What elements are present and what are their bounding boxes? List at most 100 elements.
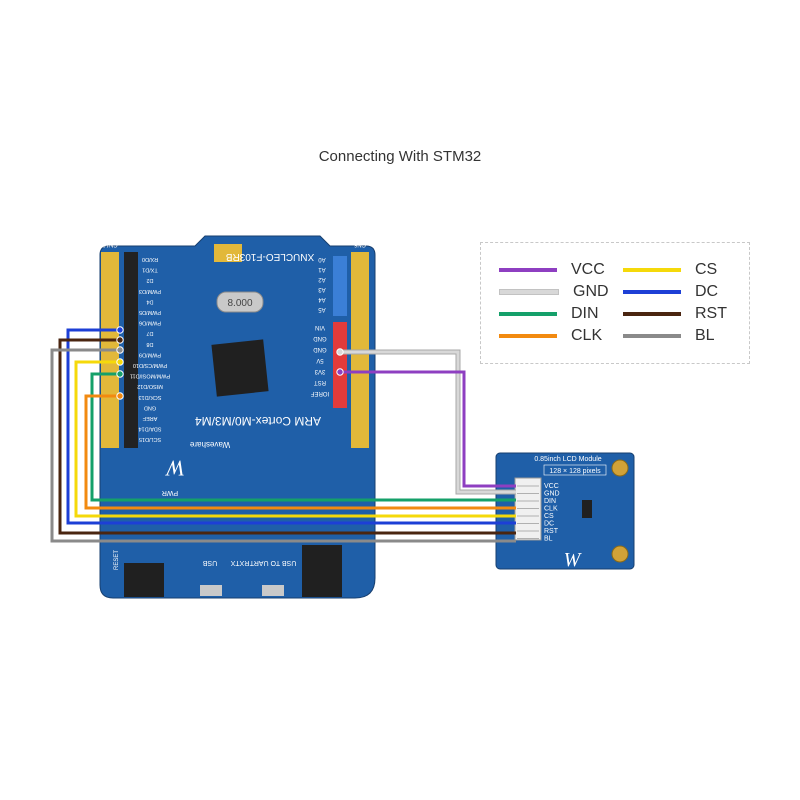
diagram-title: Connecting With STM32 — [318, 148, 482, 165]
legend-swatch — [499, 334, 557, 338]
analog-pin-label: A0 — [318, 256, 326, 262]
power-pin-label: GND — [313, 346, 327, 352]
digital-pin-label: PWM/D3 — [139, 288, 161, 294]
pwr-label: PWR — [162, 489, 178, 496]
power-pin-label: 5V — [316, 357, 323, 363]
din-wire-endpoint — [116, 370, 124, 378]
digital-pin-label: SDA/D14 — [139, 426, 162, 432]
top-jumper — [214, 244, 242, 262]
lcd-resolution: 128 × 128 pixels — [549, 468, 601, 475]
bl-wire — [50, 348, 516, 543]
legend: VCC CS GND DC DIN RST CLK BL — [480, 242, 750, 364]
power-pin-label: GND — [313, 335, 327, 341]
wires — [50, 326, 516, 543]
digital-pin-label: PWM/D9 — [139, 351, 161, 357]
power-pin-label: IOREF — [311, 390, 330, 396]
power-pin-label: 3V3 — [314, 368, 325, 374]
vcc-wire-endpoint — [336, 368, 344, 376]
crystal — [216, 291, 264, 313]
legend-swatch — [623, 268, 681, 272]
usb-port-1 — [200, 585, 222, 596]
lcd-module: 0.85inch LCD Module 128 × 128 pixels W V… — [495, 452, 635, 571]
digital-pin-label: SCK/D13 — [139, 394, 162, 400]
legend-label: BL — [695, 327, 715, 344]
digital-pin-label: D4 — [146, 298, 153, 304]
legend-label: VCC — [571, 261, 605, 278]
stm32-board: 8.000 XNUCLEO-F103RB ARM Cortex-M0/M3/M4… — [99, 235, 376, 599]
legend-label: CLK — [571, 327, 603, 344]
rxtx-label: RXTX — [230, 559, 249, 566]
cn-left-label: CN10 — [102, 241, 118, 247]
gnd-wire — [340, 350, 516, 494]
legend-swatch — [499, 312, 557, 316]
gnd-wire-endpoint — [336, 348, 344, 356]
uart-label: USB TO UART — [249, 559, 296, 566]
dc-wire-endpoint — [116, 326, 124, 334]
clk-wire-endpoint — [116, 392, 124, 400]
digital-pin-label: PWM/D6 — [139, 320, 161, 326]
lcd-pin-din: DIN — [544, 498, 556, 505]
crystal-label: 8.000 — [227, 298, 252, 309]
rst-wire-endpoint — [116, 336, 124, 344]
legend-label: RST — [695, 305, 727, 322]
analog-pin-label: A3 — [318, 286, 326, 292]
dc-jack — [302, 545, 342, 597]
din-wire — [90, 372, 516, 502]
lcd-pin-dc: DC — [544, 521, 554, 528]
digital-pin-label: SCL/D15 — [139, 436, 161, 442]
lcd-pin-cs: CS — [544, 513, 554, 520]
legend-item-clk: CLK — [499, 325, 602, 347]
mcu-chip — [211, 339, 269, 397]
cs-wire — [74, 360, 516, 518]
lcd-pin-clk: CLK — [544, 506, 558, 513]
legend-swatch — [623, 290, 681, 294]
legend-label: DC — [695, 283, 719, 300]
legend-swatch — [623, 312, 681, 316]
legend-swatch — [499, 289, 559, 295]
legend-item-vcc: VCC — [499, 259, 605, 281]
analog-pin-label: A4 — [318, 296, 326, 302]
right-header-analog — [333, 256, 347, 316]
lcd-title: 0.85inch LCD Module — [534, 456, 601, 463]
lcd-pin-gnd: GND — [544, 491, 560, 498]
legend-item-cs: CS — [623, 259, 717, 281]
power-pin-label: VIN — [315, 324, 325, 330]
board-name: XNUCLEO-F103RB — [225, 251, 314, 262]
right-header-power — [333, 322, 347, 408]
lcd-chip — [582, 500, 592, 518]
board-logo: W — [165, 456, 185, 481]
board-brand: Waveshare — [189, 440, 230, 449]
legend-item-gnd: GND — [499, 281, 609, 303]
digital-pin-label: GND — [144, 404, 156, 410]
usb-label: USB — [202, 559, 217, 566]
usb-port-2 — [262, 585, 284, 596]
dc-wire — [66, 328, 516, 525]
digital-pin-label: PWM/CS/D10 — [133, 362, 167, 368]
board-caption: ARM Cortex-M0/M3/M4 — [195, 414, 321, 428]
digital-pin-label: PWM/MOSI/D11 — [130, 373, 170, 379]
reset-label: RESET — [114, 550, 120, 570]
digital-pin-label: TX/D1 — [142, 267, 158, 273]
digital-pin-label: D7 — [146, 330, 153, 336]
cn-right-label: CN6 — [353, 241, 366, 247]
lcd-pin-vcc: VCC — [544, 483, 559, 490]
legend-swatch — [623, 334, 681, 338]
reset-button — [124, 563, 164, 597]
cs-wire-endpoint — [116, 358, 124, 366]
vcc-wire — [340, 370, 516, 488]
legend-item-rst: RST — [623, 303, 727, 325]
analog-pin-label: A1 — [318, 266, 326, 272]
bl-wire-endpoint — [116, 346, 124, 354]
legend-swatch — [499, 268, 557, 272]
left-header-inner — [124, 252, 138, 448]
legend-item-bl: BL — [623, 325, 715, 347]
legend-item-din: DIN — [499, 303, 599, 325]
digital-pin-label: PWM/D5 — [139, 309, 161, 315]
mount-hole-bottom — [611, 545, 629, 563]
digital-pin-label: D8 — [146, 341, 153, 347]
lcd-pin-rst: RST — [544, 528, 559, 535]
